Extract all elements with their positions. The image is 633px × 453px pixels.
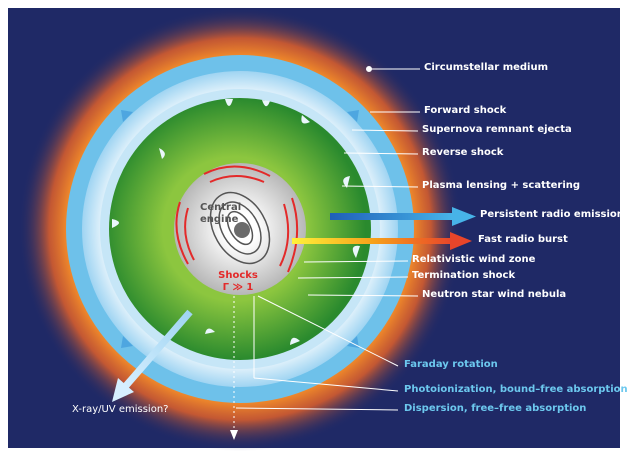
neutron-star: [234, 222, 250, 238]
label-forward-shock: Forward shock: [424, 105, 507, 116]
xray-arrowhead: [112, 378, 134, 402]
label-reverse-shock: Reverse shock: [422, 147, 504, 158]
persistent-radio-arrowhead: [452, 207, 476, 226]
frb-beam: [292, 238, 452, 244]
label-plasma-lensing: Plasma lensing + scattering: [422, 180, 581, 191]
label-central-engine: Central engine: [200, 202, 242, 226]
label-photoionization: Photoionization, bound–free absorption: [404, 384, 628, 395]
label-neutron-star-nebula: Neutron star wind nebula: [422, 289, 567, 300]
central-engine-line2: engine: [200, 214, 239, 225]
label-circumstellar-medium: Circumstellar medium: [424, 62, 549, 73]
label-termination-shock: Termination shock: [412, 270, 516, 281]
line-of-sight-arrowhead: [230, 430, 238, 440]
leader-lines: [235, 66, 420, 411]
persistent-radio-beam: [330, 213, 452, 220]
label-dispersion: Dispersion, free–free absorption: [404, 403, 587, 414]
label-relativistic-wind: Relativistic wind zone: [412, 254, 536, 265]
shock-arcs: [175, 165, 299, 273]
shocks-line1: Shocks: [218, 270, 258, 281]
plasma-clumps: [112, 99, 360, 345]
label-supernova-ejecta: Supernova remnant ejecta: [422, 124, 572, 135]
label-persistent-radio: Persistent radio emission: [480, 209, 624, 220]
shocks-line2: Γ ≫ 1: [222, 282, 254, 293]
frb-arrowhead: [450, 232, 472, 250]
xray-beam: [121, 309, 193, 391]
label-shocks: Shocks Γ ≫ 1: [218, 270, 258, 294]
central-engine-line1: Central: [200, 202, 242, 213]
label-fast-radio-burst: Fast radio burst: [478, 234, 568, 245]
label-faraday-rotation: Faraday rotation: [404, 359, 498, 370]
central-engine-field-lines: [209, 191, 271, 265]
label-xray-uv: X-ray/UV emission?: [72, 404, 169, 415]
